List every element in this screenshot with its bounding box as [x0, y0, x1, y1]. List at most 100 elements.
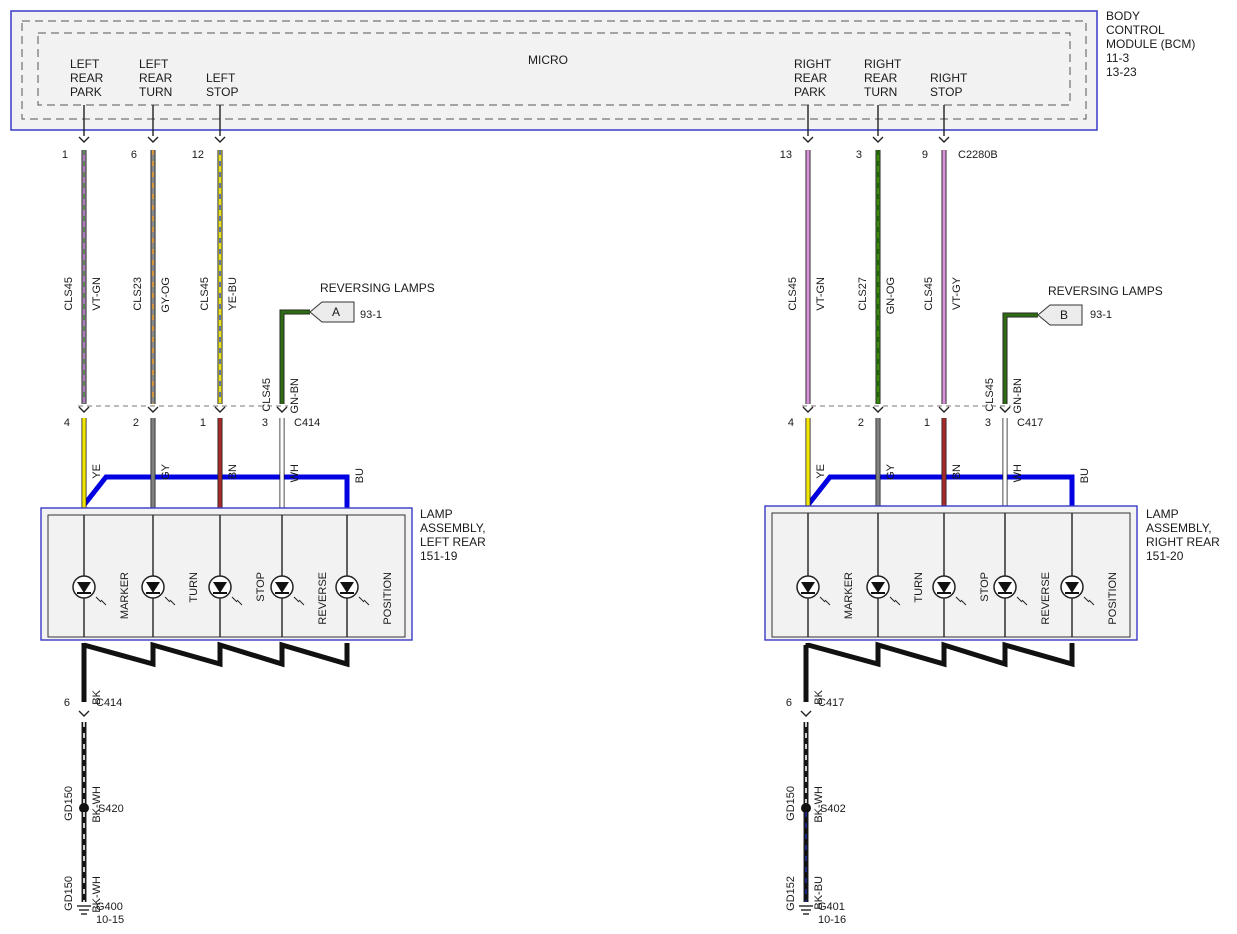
left-ground-pin-chevron — [78, 710, 90, 717]
left-reversing-ref: 93-1 — [360, 309, 382, 321]
bcm-outer-dash — [21, 20, 1087, 120]
left-led-icon-ray — [358, 596, 365, 603]
right-bcm-wire-circuit: CLS27 — [857, 277, 869, 311]
left-ground-id: G400 — [96, 901, 123, 913]
right-led-icon-ray — [889, 596, 896, 603]
right-lamp-assembly-label: 151-20 — [1146, 549, 1184, 563]
left-reversing-wire — [280, 310, 310, 404]
bcm-connector-id: C2280B — [958, 149, 998, 161]
left-led-icon-ray — [100, 599, 107, 606]
right-ground-pin-number: 6 — [786, 697, 792, 709]
left-led-icon-triangle — [340, 582, 354, 593]
bcm-title-line: BODY — [1106, 9, 1140, 23]
right-ground-upper-circuit: GD150 — [785, 786, 797, 821]
right-reversing-circuit: CLS45 — [984, 378, 996, 412]
left-lamp-pin-number: 2 — [133, 417, 139, 429]
right-led-icon — [993, 575, 1028, 606]
right-bcm-wire-color: GN-OG — [885, 277, 897, 314]
left-bcm-output-label: TURN — [139, 85, 172, 99]
right-bcm-pin-chevron — [872, 136, 884, 143]
left-led-icon — [270, 575, 305, 606]
left-lamp-connector-id: C414 — [294, 417, 320, 429]
right-ground-wire-color: BK — [813, 689, 825, 704]
right-ground-lower-circuit: GD152 — [785, 876, 797, 911]
left-lamp-pin-number: 1 — [200, 417, 206, 429]
left-bcm-pin-chevron — [214, 136, 226, 143]
right-led-icon-ray — [1016, 596, 1023, 603]
right-splice-id: S402 — [820, 803, 846, 815]
left-lamp-wire-color: BN — [227, 464, 239, 479]
right-lamp-assembly-box — [764, 505, 1138, 641]
left-led-icon-ray — [164, 596, 171, 603]
right-lamp-pin-chevron — [872, 406, 884, 413]
left-ground-pin-number: 6 — [64, 697, 70, 709]
right-bu-wire — [806, 474, 1075, 508]
left-bcm-pin-number: 12 — [192, 149, 204, 161]
left-bcm-output-label: LEFT — [206, 71, 236, 85]
micro-label: MICRO — [528, 53, 568, 67]
left-bcm-wire-color: VT-GN — [91, 277, 103, 311]
left-lamp-pin-chevron — [147, 406, 159, 413]
left-lamp-assembly-label: 151-19 — [420, 549, 458, 563]
right-bcm-wire-color: VT-GY — [951, 276, 963, 310]
left-bcm-output-label: LEFT — [139, 57, 169, 71]
micro-dash — [37, 32, 1071, 106]
right-bcm-output-label: TURN — [864, 85, 897, 99]
left-lamp-pin-chevron — [214, 406, 226, 413]
right-bcm-output-label: RIGHT — [864, 57, 902, 71]
right-lamp-pin-number: 4 — [788, 417, 794, 429]
right-bu-label: BU — [1079, 468, 1091, 483]
left-led-icon — [208, 575, 243, 606]
left-led-icon — [141, 575, 176, 606]
right-reversing-color: GN-BN — [1012, 378, 1024, 414]
bcm-title-line: CONTROL — [1106, 23, 1165, 37]
left-bcm-output-label: REAR — [70, 71, 104, 85]
left-ground-bus — [81, 641, 350, 668]
left-bu-wire — [82, 474, 350, 510]
left-bcm-wire-color: GY-OG — [160, 277, 172, 313]
right-reversing-wire — [1003, 313, 1038, 404]
right-lamp-name: REVERSE — [1040, 572, 1052, 625]
left-ground-upper-circuit: GD150 — [63, 786, 75, 821]
right-ground-id: G401 — [818, 901, 845, 913]
right-lamp-assembly-inner — [771, 512, 1131, 638]
right-lamp-wire-color: BN — [951, 464, 963, 479]
left-led-icon-triangle — [275, 582, 289, 593]
left-ground-connector-id: C414 — [96, 697, 122, 709]
left-bcm-wire-circuit: CLS23 — [132, 277, 144, 311]
right-bcm-output-label: REAR — [794, 71, 828, 85]
left-reversing-circuit: CLS45 — [261, 378, 273, 412]
left-lamp-pin-chevron — [276, 406, 288, 413]
right-lamp-assembly-label: ASSEMBLY, — [1146, 521, 1212, 535]
right-bcm-wire-circuit: CLS45 — [787, 277, 799, 311]
left-lamp-name: POSITION — [382, 572, 394, 625]
left-bcm-output-label: STOP — [206, 85, 238, 99]
right-bcm-pin-chevron — [938, 136, 950, 143]
bcm-box — [10, 10, 1098, 131]
left-bcm-output-label: PARK — [70, 85, 102, 99]
right-reversing-letter: B — [1060, 308, 1068, 322]
right-led-icon-ray — [819, 596, 826, 603]
left-led-icon-triangle — [77, 582, 91, 593]
right-bcm-pin-number: 13 — [780, 149, 792, 161]
right-lamp-pin-number: 2 — [858, 417, 864, 429]
left-ground-lower-color: BK-WH — [91, 876, 103, 913]
left-bcm-pin-chevron — [147, 136, 159, 143]
right-lamp-assembly-label: LAMP — [1146, 507, 1179, 521]
left-lamp-name: MARKER — [119, 572, 131, 619]
right-led-icon-triangle — [998, 582, 1012, 593]
right-ground-upper-color: BK-WH — [813, 786, 825, 823]
right-led-icon — [796, 575, 831, 606]
right-ground-bus — [805, 641, 1075, 668]
left-lamp-assembly-label: LEFT REAR — [420, 535, 486, 549]
right-bcm-output-label: RIGHT — [930, 71, 968, 85]
left-led-icon-triangle — [146, 582, 160, 593]
left-lamp-pin-chevron — [78, 406, 90, 413]
left-bcm-pin-number: 1 — [62, 149, 68, 161]
left-bcm-wire-color: YE-BU — [227, 277, 239, 311]
left-ground-lower-circuit: GD150 — [63, 876, 75, 911]
right-bcm-wire-circuit: CLS45 — [923, 277, 935, 311]
left-bcm-wire-circuit: CLS45 — [199, 277, 211, 311]
left-lamp-pin-number: 3 — [262, 417, 268, 429]
left-lamp-wire-color: YE — [91, 464, 103, 479]
